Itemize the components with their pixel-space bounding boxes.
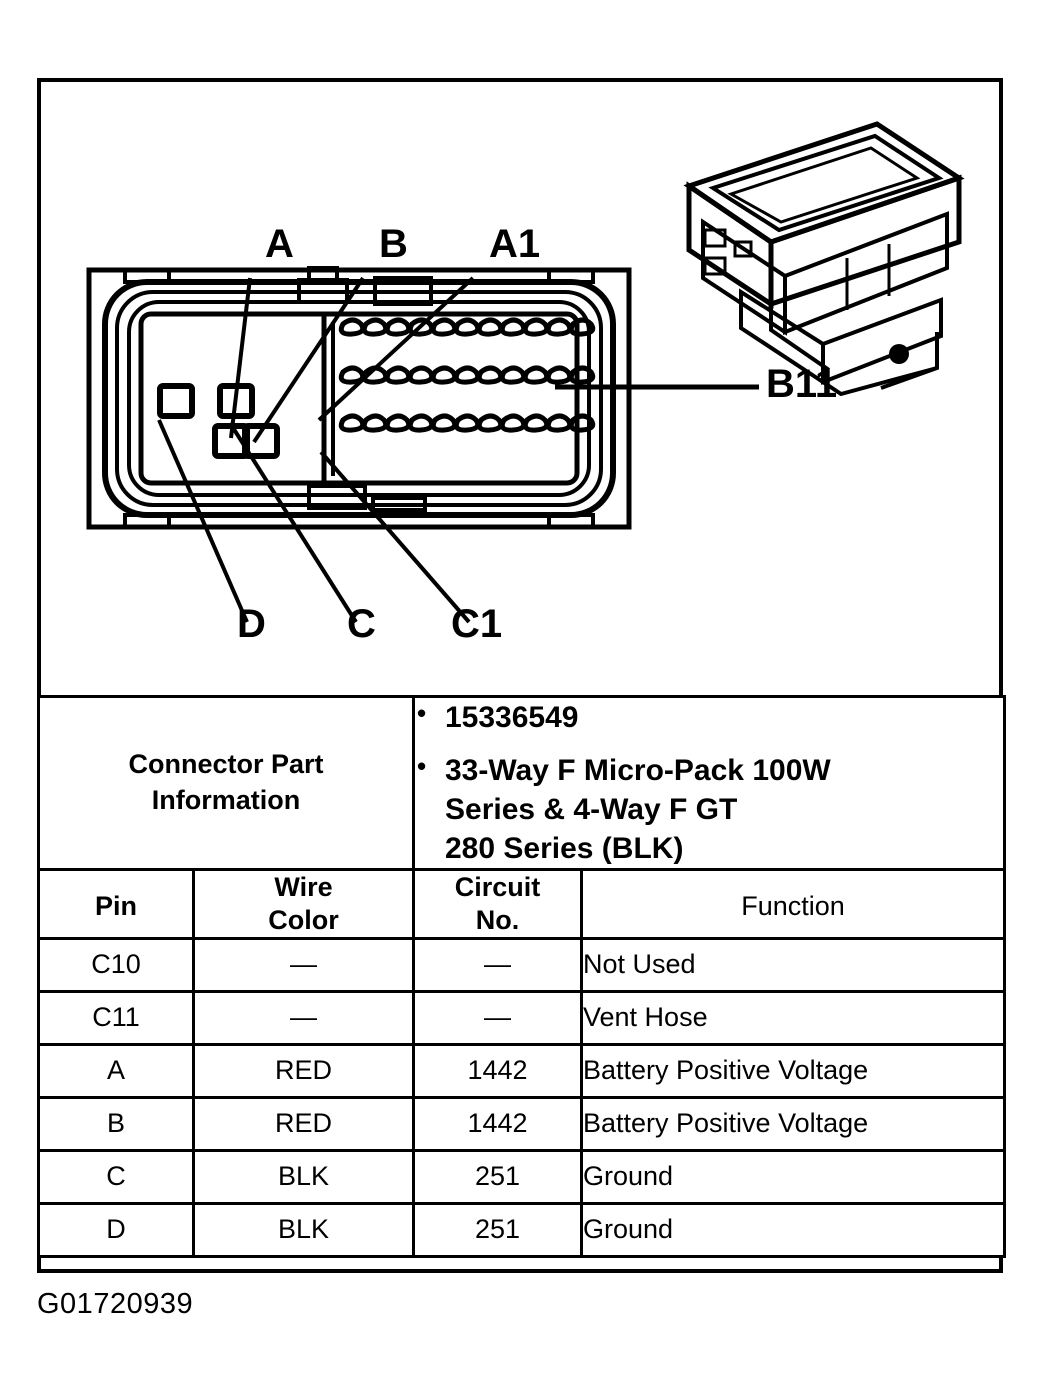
cell-pin: C bbox=[37, 1148, 195, 1205]
cpi-title-line1: Connector Part bbox=[128, 749, 324, 780]
figure-id-label: G01720939 bbox=[37, 1288, 194, 1320]
part-description-item: 33-Way F Micro-Pack 100W Series & 4-Way … bbox=[417, 750, 1003, 868]
cell-function: Ground bbox=[579, 1201, 1007, 1258]
cell-pin: B bbox=[37, 1095, 195, 1152]
part-number-item: 15336549 bbox=[417, 697, 1003, 737]
cell-wire-color: — bbox=[192, 936, 415, 993]
connector-drawing bbox=[86, 121, 965, 624]
header-wire-line2: Color bbox=[268, 904, 339, 935]
cell-function: Not Used bbox=[579, 936, 1007, 993]
cell-pin: D bbox=[37, 1201, 195, 1258]
gt280-terminals bbox=[157, 383, 280, 459]
connector-illustration: A B A1 B11 D C C1 bbox=[41, 82, 999, 695]
table-header-row: Pin Wire Color Circuit No. Function bbox=[37, 868, 1007, 940]
connector-part-info-row: Connector Part Information 15336549 33-W… bbox=[37, 695, 1007, 871]
callout-label-a: A bbox=[265, 222, 294, 266]
cell-wire-color: RED bbox=[192, 1095, 415, 1152]
table-row: C11 — — Vent Hose bbox=[37, 989, 1007, 1046]
cpi-title-line2: Information bbox=[151, 785, 301, 815]
table-row: C10 — — Not Used bbox=[37, 936, 1007, 993]
cell-function: Ground bbox=[579, 1148, 1007, 1205]
part-desc-line2: Series & 4-Way F GT bbox=[445, 793, 738, 826]
cell-circuit-no: 251 bbox=[412, 1201, 583, 1258]
table-row: C BLK 251 Ground bbox=[37, 1148, 1007, 1205]
callout-label-b: B bbox=[379, 222, 408, 266]
connector-part-info-values: 15336549 33-Way F Micro-Pack 100W Series… bbox=[411, 695, 1007, 871]
header-circuit-line2: No. bbox=[475, 904, 520, 935]
cell-function: Vent Hose bbox=[579, 989, 1007, 1046]
table-row: A RED 1442 Battery Positive Voltage bbox=[37, 1042, 1007, 1099]
cell-pin: A bbox=[37, 1042, 195, 1099]
cell-circuit-no: 1442 bbox=[412, 1042, 583, 1099]
header-wire-color: Wire Color bbox=[192, 868, 415, 940]
connector-body bbox=[86, 266, 632, 530]
header-circuit-no: Circuit No. bbox=[412, 868, 583, 940]
connector-part-info-label: Connector Part Information bbox=[37, 695, 415, 871]
cell-circuit-no: — bbox=[412, 936, 583, 993]
cell-circuit-no: 1442 bbox=[412, 1095, 583, 1152]
cell-pin: C10 bbox=[37, 936, 195, 993]
part-desc-line3: 280 Series (BLK) bbox=[445, 832, 684, 865]
part-desc-line1: 33-Way F Micro-Pack 100W bbox=[445, 754, 831, 787]
table-row: D BLK 251 Ground bbox=[37, 1201, 1007, 1258]
header-wire-line1: Wire bbox=[274, 872, 333, 902]
micropack-cavities bbox=[338, 317, 596, 433]
cell-wire-color: RED bbox=[192, 1042, 415, 1099]
cell-wire-color: — bbox=[192, 989, 415, 1046]
callout-label-a1: A1 bbox=[489, 222, 541, 266]
part-number-text: 15336549 bbox=[445, 701, 579, 734]
header-circuit-line1: Circuit bbox=[454, 872, 541, 902]
diagram-frame bbox=[37, 78, 1003, 1273]
callout-label-b11: B11 bbox=[766, 362, 838, 406]
callout-label-c: C bbox=[347, 602, 376, 646]
cell-wire-color: BLK bbox=[192, 1201, 415, 1258]
leader-lines-bottom bbox=[157, 419, 471, 624]
callout-label-c1: C1 bbox=[451, 602, 503, 646]
isometric-connector-view bbox=[683, 121, 965, 397]
header-pin: Pin bbox=[37, 868, 195, 940]
cell-wire-color: BLK bbox=[192, 1148, 415, 1205]
cell-pin: C11 bbox=[37, 989, 195, 1046]
cell-circuit-no: 251 bbox=[412, 1148, 583, 1205]
cell-function: Battery Positive Voltage bbox=[579, 1042, 1007, 1099]
table-row: B RED 1442 Battery Positive Voltage bbox=[37, 1095, 1007, 1152]
cell-circuit-no: — bbox=[412, 989, 583, 1046]
header-function: Function bbox=[579, 868, 1007, 940]
callout-label-d: D bbox=[237, 602, 266, 646]
connector-pinout-table: Connector Part Information 15336549 33-W… bbox=[37, 695, 1007, 1258]
cell-function: Battery Positive Voltage bbox=[579, 1095, 1007, 1152]
